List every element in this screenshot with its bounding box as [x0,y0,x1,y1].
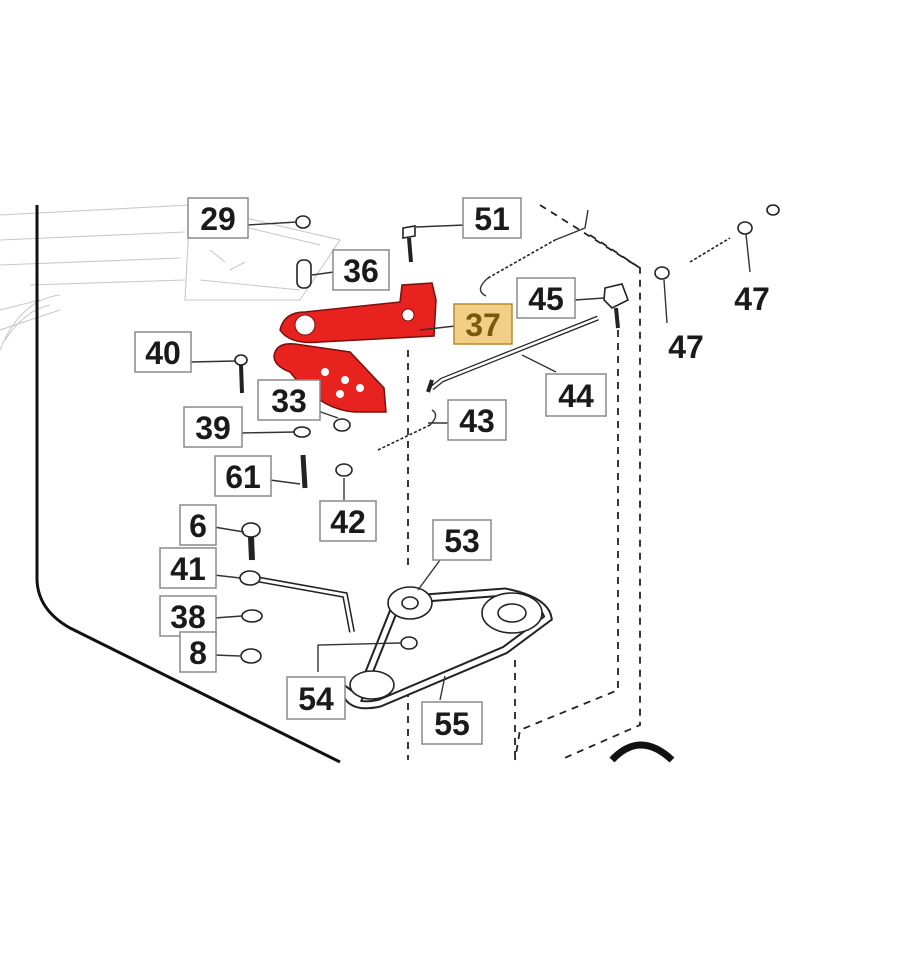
callout-53: 53 [432,519,492,561]
callout-label: 39 [195,410,231,446]
callout-label: 38 [170,599,206,635]
callout-label: 55 [434,706,470,742]
callout-47: 47 [734,281,770,317]
callout-label: 43 [459,403,495,439]
callout-33: 33 [257,379,321,421]
callout-55: 55 [421,701,483,745]
callout-29: 29 [187,197,249,239]
spring-right [689,237,731,263]
callout-54: 54 [286,676,346,720]
callout-label: 45 [528,281,564,317]
belt-55 [337,587,553,710]
callout-43: 43 [447,399,507,441]
callout-label: 54 [298,681,334,717]
callout-label: 42 [330,504,366,540]
callout-47: 47 [668,329,704,365]
callout-38: 38 [159,595,217,637]
spring-51 [479,209,589,297]
callout-label: 8 [189,635,207,671]
callout-label: 40 [145,335,181,371]
callout-label: 51 [474,201,510,237]
part-37-bracket [273,282,437,413]
pulley-53 [387,586,433,620]
callout-label: 29 [200,201,236,237]
callout-41: 41 [159,547,217,589]
callout-label: 53 [444,523,480,559]
callout-label: 47 [734,281,770,317]
callout-40: 40 [134,331,192,373]
callout-44: 44 [545,373,607,417]
spring-43 [377,409,437,451]
callout-61: 61 [214,455,272,497]
callout-labels: 29 51 36 37 45 47 47 40 33 43 44 39 61 42 6 53 41 388 54 55 [134,197,770,745]
callout-label: 41 [170,551,206,587]
callout-8: 8 [179,631,217,673]
rod-41 [239,570,355,633]
callout-36: 36 [332,249,390,291]
callout-6: 6 [179,504,217,546]
callout-label: 6 [189,508,207,544]
callout-label: 61 [225,459,261,495]
callout-label: 33 [271,383,307,419]
callout-37: 37 [453,303,513,345]
hardware [234,204,780,664]
callout-42: 42 [319,500,377,542]
rod-44 [426,315,599,393]
callout-label: 47 [668,329,704,365]
callout-45: 45 [516,277,576,319]
callout-51: 51 [462,197,522,239]
callout-39: 39 [183,406,243,448]
callout-label: 37 [465,307,501,343]
frame-outline [35,204,675,764]
callout-label: 44 [558,378,594,414]
leader-lines [189,221,751,701]
callout-label: 36 [343,253,379,289]
